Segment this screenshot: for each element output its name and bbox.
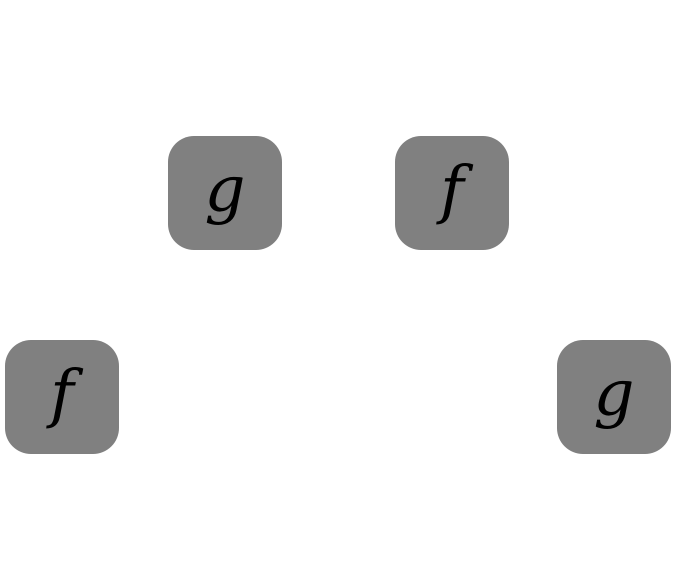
node-g-bottom: g	[557, 340, 671, 454]
node-label: f	[50, 357, 74, 431]
node-f-bottom: f	[5, 340, 119, 454]
node-g-top: g	[168, 136, 282, 250]
node-label: g	[204, 153, 246, 227]
node-label: g	[593, 357, 635, 431]
node-f-top: f	[395, 136, 509, 250]
node-label: f	[440, 153, 464, 227]
